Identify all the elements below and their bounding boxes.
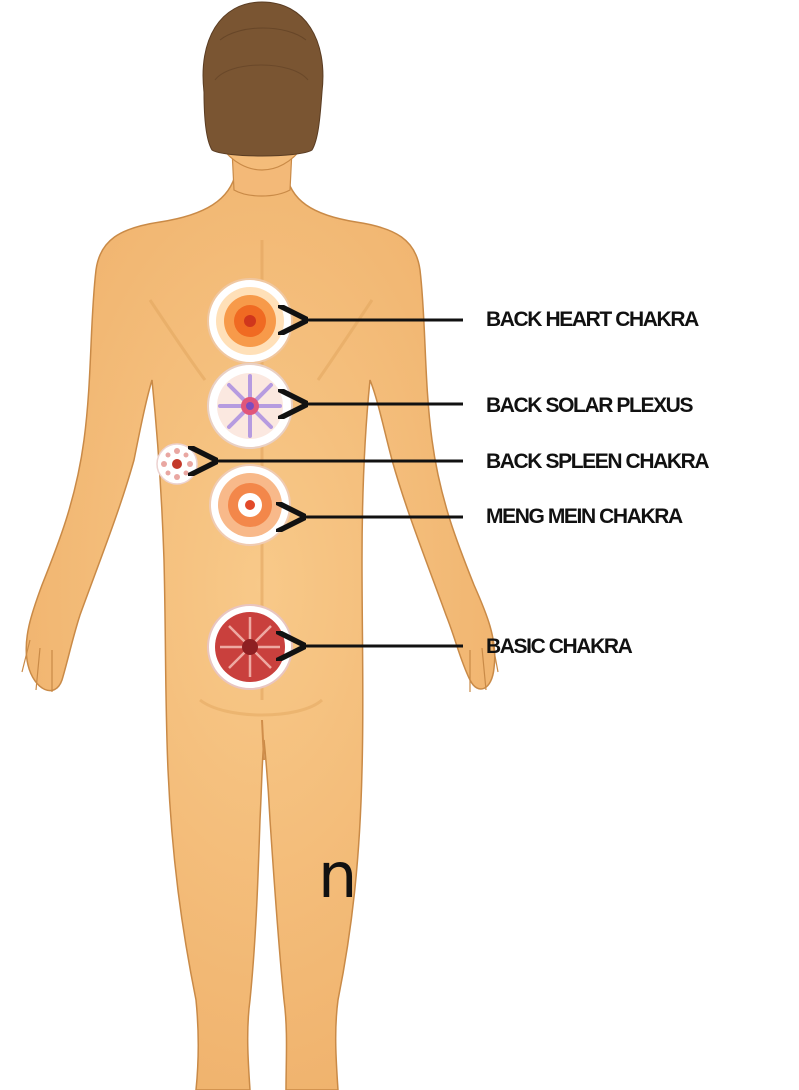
stray-glyph: n — [318, 845, 357, 907]
meng-mein-chakra — [210, 465, 290, 545]
label-back-solar-plexus: BACK SOLAR PLEXUS — [486, 395, 692, 416]
back-heart-chakra — [208, 279, 292, 363]
body-silhouette — [22, 2, 498, 1090]
label-back-heart-chakra: BACK HEART CHAKRA — [486, 309, 698, 330]
label-basic-chakra: BASIC CHAKRA — [486, 636, 631, 657]
hair — [203, 2, 323, 156]
label-meng-mein-chakra: MENG MEIN CHAKRA — [486, 506, 682, 527]
back-solar-plexus-chakra — [208, 364, 292, 448]
basic-chakra — [208, 605, 292, 689]
back-spleen-chakra — [157, 444, 197, 484]
label-back-spleen-chakra: BACK SPLEEN CHAKRA — [486, 451, 708, 472]
